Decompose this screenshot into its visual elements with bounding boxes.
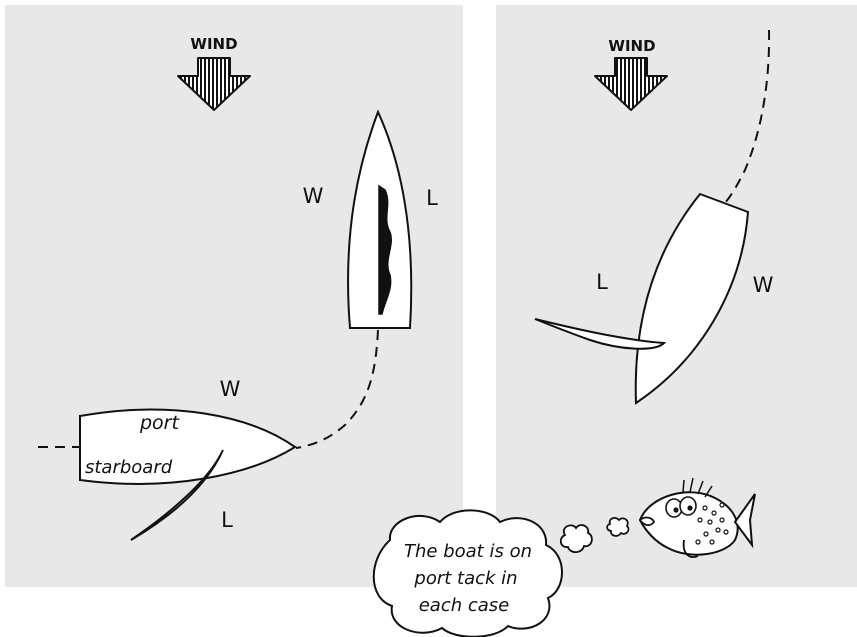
fish-icon [638, 477, 756, 558]
right-boat-leeward-label: L [596, 270, 608, 294]
right-boat-windward-label: W [753, 273, 774, 297]
fish-body [638, 491, 739, 556]
fish-eye-right [679, 496, 697, 516]
speech-bubble-line-3: each case [419, 595, 510, 616]
sailboat-hull-icon [634, 192, 750, 405]
right-wind-indicator: WIND [594, 37, 668, 111]
speech-bubble: The boat is on port tack in each case [372, 509, 563, 637]
upper-boat-wake [295, 329, 379, 449]
fish-mouth [638, 516, 656, 527]
sail-icon [534, 318, 667, 350]
port-side-label: port [139, 412, 180, 434]
luffing-sail-icon [378, 184, 392, 315]
left-wind-label: WIND [190, 35, 237, 53]
upper-boat-windward-label: W [303, 184, 324, 208]
right-boat-wake [722, 29, 771, 206]
fish-tail [733, 493, 756, 549]
lower-boat: port starboard W L [38, 377, 297, 541]
sail-icon [130, 449, 224, 541]
fish-fin [682, 539, 699, 558]
fish-spines [682, 477, 713, 498]
upper-boat-leeward-label: L [426, 186, 438, 210]
lower-boat-leeward-label: L [221, 508, 233, 532]
wind-arrow-icon [177, 57, 251, 111]
speech-bubble-line-1: The boat is on [404, 541, 532, 562]
fish-pupil-right [687, 505, 693, 511]
puff-cloud-icon [559, 524, 593, 554]
right-wind-label: WIND [608, 37, 655, 55]
lower-boat-windward-label: W [220, 377, 241, 401]
speech-bubble-outline [372, 509, 563, 637]
fish-pupil-left [673, 507, 679, 513]
sailboat-hull-icon [79, 408, 297, 485]
speech-bubble-line-2: port tack in [413, 568, 517, 589]
left-wind-indicator: WIND [177, 35, 251, 111]
puff-cloud-small-icon [606, 517, 630, 537]
right-boat: L W [534, 29, 774, 405]
wind-arrow-icon [594, 57, 668, 111]
starboard-side-label: starboard [85, 457, 173, 478]
upper-boat: W L [295, 109, 438, 449]
fish-spots [695, 502, 729, 545]
